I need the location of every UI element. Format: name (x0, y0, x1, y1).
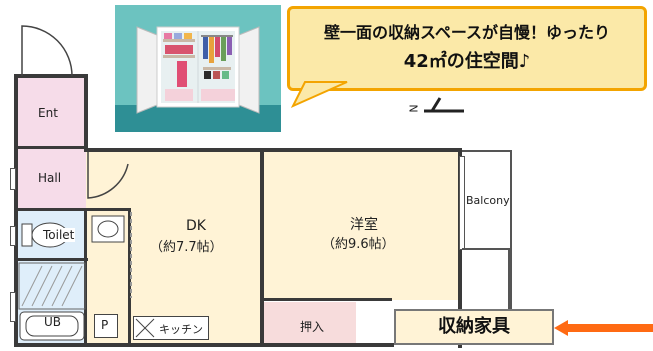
western-label: 洋室 (350, 217, 378, 233)
closet-photo (115, 5, 281, 132)
western-size: （約9.6帖） (322, 237, 395, 252)
orange-arrow-icon (554, 320, 653, 336)
dk-label: DK (186, 218, 206, 234)
hall-room (16, 148, 86, 208)
ent-label: Ent (38, 106, 58, 120)
north-arrow-icon (424, 97, 464, 113)
ub-label: UB (44, 315, 62, 329)
banner-tail (290, 81, 348, 109)
banner-line-2: 42㎡の住空間♪ (403, 51, 531, 72)
balcony-label: Balcony (466, 194, 510, 207)
compass: N (408, 96, 468, 126)
stove-icon (135, 318, 155, 338)
promo-banner: 壁一面の収納スペースが自慢！ゆったり 42㎡の住空間♪ (287, 6, 647, 91)
closet-illustration (115, 5, 281, 132)
toilet-label: Toilet (42, 228, 76, 242)
kitchen-label: キッチン (159, 323, 203, 336)
entrance-door (21, 25, 73, 77)
storage-furniture-label: 収納家具 (394, 309, 554, 345)
closet-label: 押入 (300, 320, 325, 334)
shower-area (18, 262, 86, 310)
dk-corridor (86, 150, 130, 210)
bathtub-icon (19, 311, 85, 341)
banner-line-1: 壁一面の収納スペースが自慢！ゆったり (323, 23, 611, 42)
hall-label: Hall (38, 171, 62, 185)
p-box (94, 314, 118, 338)
hall-door (87, 152, 129, 199)
closet-room (264, 302, 356, 345)
balcony-area (462, 150, 512, 250)
p-label: P (101, 318, 109, 332)
sliding-door (130, 212, 132, 298)
entrance-room (16, 76, 86, 146)
sink-icon (91, 215, 125, 243)
dk-size: （約7.7帖） (150, 240, 223, 255)
western-room (264, 150, 460, 300)
